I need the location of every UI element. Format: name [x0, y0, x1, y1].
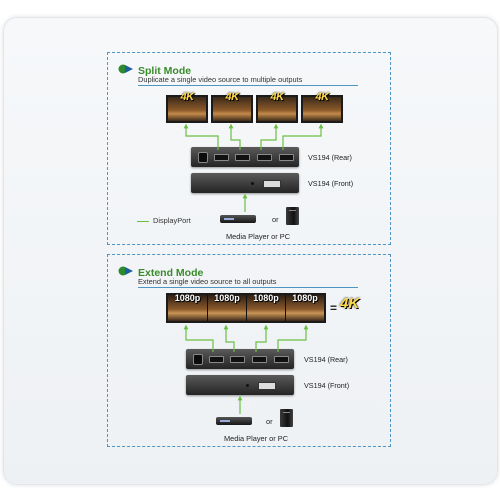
extend-mode-header: Extend Mode: [118, 263, 204, 281]
media-player-icon: [216, 417, 252, 425]
displayport-output: [279, 154, 294, 161]
arrow-right-icon: [118, 64, 133, 74]
displayport-output: [230, 356, 245, 363]
wire-extend-1: [183, 324, 214, 352]
wire-extend-4: [277, 324, 309, 352]
displayport-legend-line: [137, 221, 149, 222]
wire-split-3: [260, 123, 279, 150]
front-panel-port: [258, 382, 276, 390]
split-screen-3: 4K: [256, 91, 298, 123]
extend-mode-title: Extend Mode: [138, 267, 204, 279]
split-mode-description: Duplicate a single video source to multi…: [138, 75, 303, 84]
extend-mode-description: Extend a single video source to all outp…: [138, 277, 277, 286]
result-4k-badge: 4K: [340, 295, 360, 312]
wire-split-1: [183, 123, 219, 150]
front-panel-port: [263, 180, 281, 188]
split-mode-title: Split Mode: [138, 65, 192, 77]
wall-segment-2: 1080p: [207, 293, 246, 321]
split-wires: [183, 123, 324, 212]
vs194-rear-device: [186, 349, 294, 369]
or-text: or: [272, 215, 279, 224]
vs194-front-device: [191, 173, 299, 193]
displayport-legend-label: DisplayPort: [153, 216, 191, 225]
split-screen-4: 4K: [301, 91, 343, 123]
wall-segment-4: 1080p: [285, 293, 324, 321]
vs194-front-device: [186, 375, 294, 395]
displayport-output: [235, 154, 250, 161]
split-mode-divider: [138, 85, 358, 86]
status-led: [246, 384, 249, 387]
split-screen-2: 4K: [211, 91, 253, 123]
vs194-rear-device: [191, 147, 299, 167]
wall-segment-3: 1080p: [246, 293, 285, 321]
pc-tower-icon: [286, 207, 299, 225]
displayport-output: [252, 356, 267, 363]
wire-split-4: [282, 123, 324, 150]
rear-label: VS194 (Rear): [304, 355, 348, 364]
source-label: Media Player or PC: [226, 232, 291, 241]
extended-video-wall: 1080p 1080p 1080p 1080p: [166, 293, 326, 323]
extend-mode-panel: Extend Mode Extend a single video source…: [107, 254, 391, 447]
screen-4k-badge: 4K: [315, 91, 329, 103]
segment-resolution: 1080p: [292, 293, 318, 303]
rear-label: VS194 (Rear): [308, 153, 352, 162]
extend-mode-divider: [138, 287, 358, 288]
equals-sign: =: [330, 301, 338, 315]
wire-extend-3: [255, 324, 269, 352]
front-label: VS194 (Front): [308, 179, 354, 188]
displayport-output: [214, 154, 229, 161]
media-player-icon: [220, 215, 256, 223]
front-label: VS194 (Front): [304, 381, 350, 390]
power-jack: [193, 354, 203, 365]
screen-4k-badge: 4K: [180, 91, 194, 103]
displayport-output: [209, 356, 224, 363]
screen-4k-badge: 4K: [270, 91, 284, 103]
segment-resolution: 1080p: [174, 293, 201, 303]
wire-extend-2: [223, 324, 235, 352]
power-jack: [198, 152, 208, 163]
extend-wires: [183, 324, 309, 414]
pc-tower-icon: [280, 409, 293, 427]
status-led: [251, 182, 254, 185]
wire-split-2: [228, 123, 241, 150]
segment-resolution: 1080p: [214, 293, 240, 303]
displayport-output: [257, 154, 272, 161]
source-label: Media Player or PC: [224, 434, 289, 443]
or-text: or: [266, 417, 273, 426]
split-mode-header: Split Mode: [118, 61, 192, 79]
segment-resolution: 1080p: [253, 293, 279, 303]
wall-segment-1: 1080p: [168, 293, 207, 321]
displayport-output: [274, 356, 289, 363]
split-screen-1: 4K: [166, 91, 208, 123]
screen-4k-badge: 4K: [225, 91, 239, 103]
arrow-right-icon: [118, 266, 133, 276]
split-mode-panel: Split Mode Duplicate a single video sour…: [107, 52, 391, 245]
